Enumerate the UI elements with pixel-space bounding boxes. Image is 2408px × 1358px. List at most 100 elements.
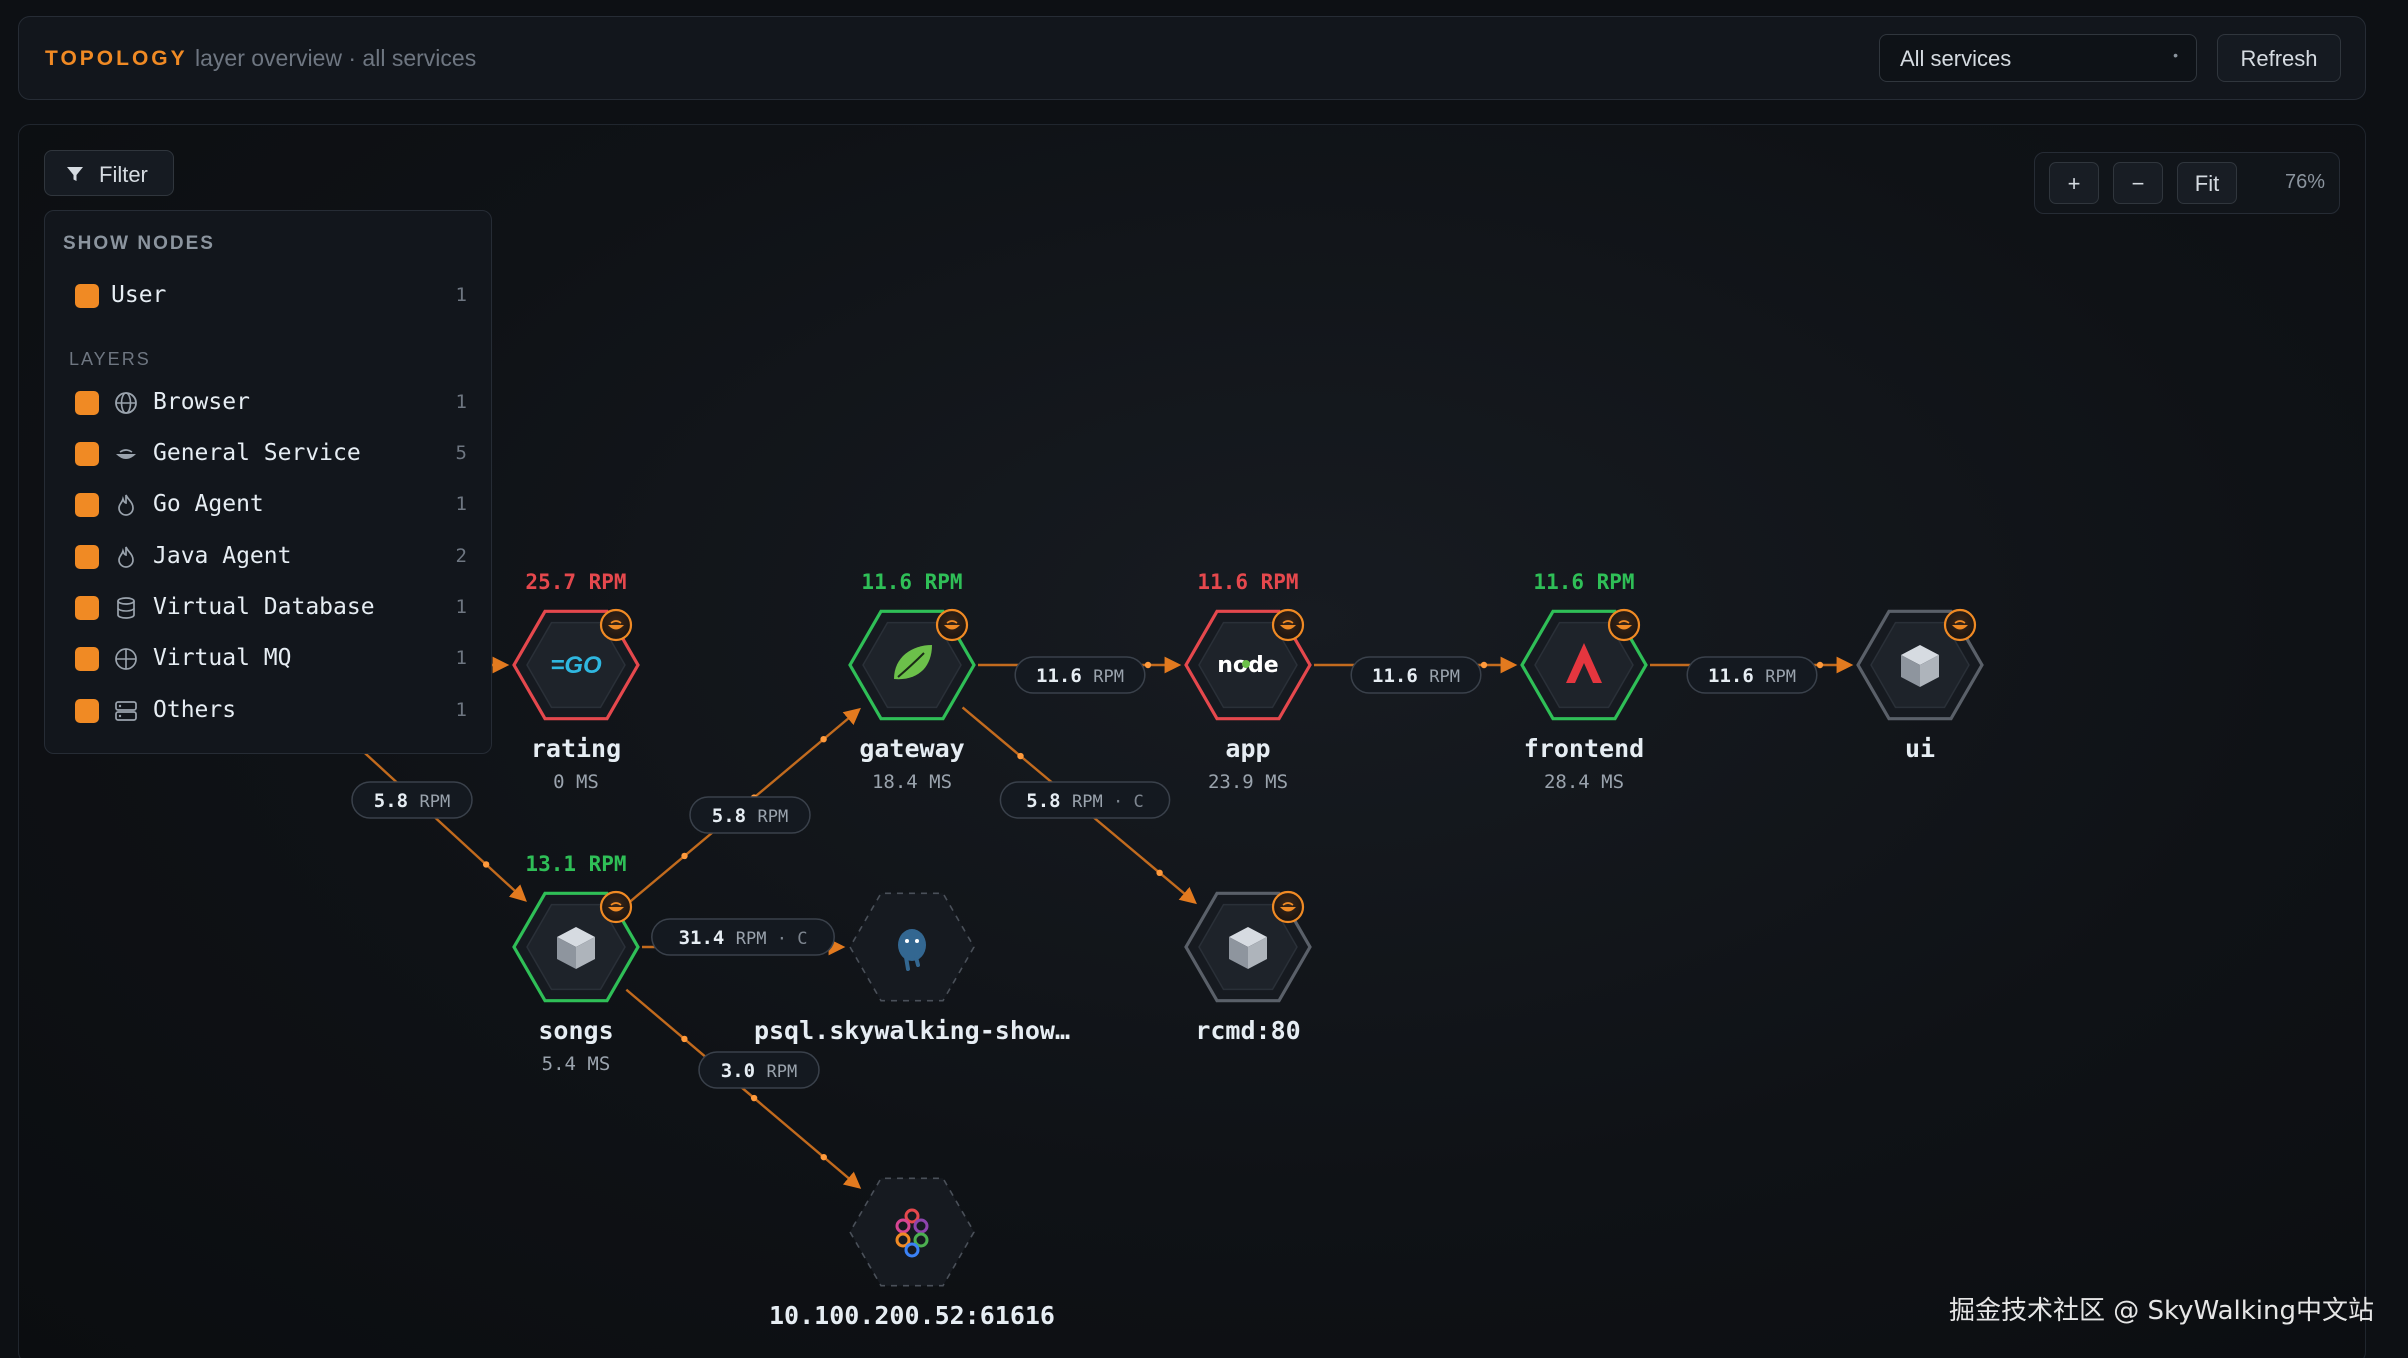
edge-label-pill — [1014, 656, 1146, 694]
edge-label-frontend-ui[interactable]: 11.6 RPM — [1686, 656, 1818, 694]
checkbox[interactable] — [75, 699, 99, 723]
node-latency: 5.4 MS — [542, 1053, 611, 1075]
node-name: rating — [531, 734, 621, 763]
node-rcmd[interactable]: rcmd:80 — [1184, 890, 1312, 1045]
flame-icon — [118, 546, 134, 568]
edge-flow-dot — [820, 1153, 827, 1161]
node-psql[interactable]: psql.skywalking-show… — [754, 892, 1070, 1045]
node-name: ui — [1905, 734, 1935, 763]
spring-leaf-icon — [894, 645, 932, 680]
edge-label-gateway-rcmd[interactable]: 5.8 RPM · C — [999, 781, 1171, 819]
edge-label-songs-gateway[interactable]: 5.8 RPM — [689, 796, 811, 834]
layer-toggle-label: Browser — [153, 389, 250, 415]
layer-badge-icon — [1271, 890, 1305, 924]
edge-flow-dot — [1480, 661, 1488, 669]
zoom-in-button[interactable]: + — [2049, 162, 2099, 204]
node-name: songs — [538, 1016, 613, 1045]
checkbox[interactable] — [75, 493, 99, 517]
layers-heading: LAYERS — [69, 349, 151, 369]
server-icon — [115, 701, 137, 721]
node-toggle-label: User — [111, 282, 167, 308]
edge-label-pill — [689, 796, 811, 834]
edge-flow-dot — [681, 1035, 688, 1043]
layer-toggle-count: 1 — [455, 647, 467, 669]
node-latency: 18.4 MS — [872, 771, 952, 793]
database-icon — [117, 597, 135, 619]
topology-graph[interactable]: 5.8 RPM 5.8 RPM 11.6 RPM 11.6 RPM 11.6 RPM 5.… — [19, 125, 2366, 1358]
refresh-button[interactable]: Refresh — [2217, 34, 2341, 82]
topology-canvas[interactable]: 5.8 RPM 5.8 RPM 11.6 RPM 11.6 RPM 11.6 RPM 5.… — [18, 124, 2366, 1358]
layer-toggle-general-service[interactable]: General Service 5 — [45, 433, 493, 473]
layer-badge-icon — [599, 608, 633, 642]
node-ui[interactable]: ui — [1856, 608, 1984, 763]
edge-label-app-frontend[interactable]: 11.6 RPM — [1350, 656, 1482, 694]
node-name: app — [1225, 734, 1270, 763]
layer-toggle-count: 1 — [455, 493, 467, 515]
edge-rate-text: 11.6 RPM — [1036, 665, 1124, 687]
layer-toggle-others[interactable]: Others 1 — [45, 690, 493, 730]
checkbox[interactable] — [75, 596, 99, 620]
edge-flow-dot — [820, 735, 827, 743]
layer-toggle-count: 5 — [455, 442, 467, 464]
edge-label-pill — [1350, 656, 1482, 694]
node-latency: 23.9 MS — [1208, 771, 1288, 793]
edge-label-songs-psql[interactable]: 31.4 RPM · C — [651, 918, 835, 956]
edge-flow-dot — [750, 1094, 758, 1102]
edge-rate-text: 5.8 RPM — [712, 805, 788, 827]
filter-button[interactable]: Filter — [44, 150, 174, 196]
edge-rate-text: 11.6 RPM — [1708, 665, 1796, 687]
node-name: rcmd:80 — [1195, 1016, 1300, 1045]
zoom-in-label: + — [2067, 171, 2081, 196]
layer-toggle-java-agent[interactable]: Java Agent 2 — [45, 536, 493, 576]
layer-toggle-browser[interactable]: Browser 1 — [45, 382, 493, 422]
node-kafka[interactable]: 10.100.200.52:61616 — [769, 1177, 1055, 1330]
layer-badge-icon — [1943, 608, 1977, 642]
edge-label-gateway-app[interactable]: 11.6 RPM — [1014, 656, 1146, 694]
node-name: psql.skywalking-show… — [754, 1016, 1070, 1045]
layer-toggle-virtual-database[interactable]: Virtual Database 1 — [45, 587, 493, 627]
layer-toggle-go-agent[interactable]: Go Agent 1 — [45, 484, 493, 524]
checkbox[interactable] — [75, 442, 99, 466]
angular-icon — [1566, 643, 1602, 683]
zoom-out-button[interactable]: − — [2113, 162, 2163, 204]
node-rpm: 25.7 RPM — [525, 570, 626, 594]
edge-label-user-songs[interactable]: 5.8 RPM — [351, 781, 473, 819]
edge-rate-text: 3.0 RPM — [721, 1060, 797, 1082]
checkbox[interactable] — [75, 391, 99, 415]
checkbox[interactable] — [75, 284, 99, 308]
checkbox[interactable] — [75, 545, 99, 569]
edge-flow-dot — [1144, 661, 1152, 669]
node-name: frontend — [1524, 734, 1644, 763]
edge-label-songs-kafka[interactable]: 3.0 RPM — [698, 1051, 820, 1089]
layer-toggle-count: 1 — [455, 596, 467, 618]
refresh-button-label: Refresh — [2240, 46, 2318, 71]
edge-flow-dot — [681, 852, 688, 860]
topology-header: TOPOLOGY layer overview · all services A… — [18, 16, 2366, 100]
layer-badge-icon — [599, 890, 633, 924]
show-nodes-heading: SHOW NODES — [63, 233, 215, 254]
layer-toggle-label: Others — [153, 697, 237, 723]
zoom-controls: + − Fit 76% — [2034, 152, 2340, 214]
cube-icon — [557, 927, 595, 969]
node-toggle-user[interactable]: User 1 — [45, 275, 493, 315]
layer-toggle-virtual-mq[interactable]: Virtual MQ 1 — [45, 638, 493, 678]
checkbox[interactable] — [75, 647, 99, 671]
bowl-icon — [116, 449, 136, 459]
crosshair-icon — [115, 648, 137, 670]
fit-button[interactable]: Fit — [2177, 162, 2237, 204]
flame-icon — [118, 494, 134, 516]
layer-toggle-label: Virtual Database — [153, 594, 375, 620]
edge-label-pill — [999, 781, 1171, 819]
node-name: gateway — [859, 734, 964, 763]
layer-toggle-label: Go Agent — [153, 491, 264, 517]
service-select[interactable]: All services • — [1879, 34, 2197, 82]
node-rpm: 11.6 RPM — [1533, 570, 1634, 594]
layer-toggle-label: General Service — [153, 440, 361, 466]
node-name: 10.100.200.52:61616 — [769, 1301, 1055, 1330]
